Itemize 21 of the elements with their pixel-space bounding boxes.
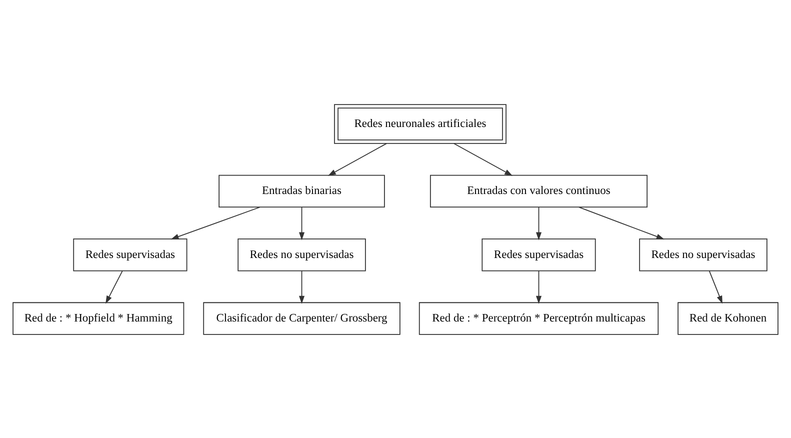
node-box: Redes no supervisadas — [639, 238, 768, 271]
arrow — [578, 206, 664, 239]
node-box: Redes supervisadas — [482, 238, 596, 271]
node-box: Red de : * Perceptrón * Perceptrón multicapas — [418, 302, 659, 334]
arrow — [328, 142, 388, 176]
arrow — [298, 270, 305, 304]
arrow — [298, 206, 305, 240]
arrow — [170, 206, 260, 239]
node-box: Clasificador de Carpenter/ Grossberg — [203, 302, 400, 334]
node-box: Redes supervisadas — [73, 238, 188, 271]
arrow — [708, 270, 722, 304]
node-box: Redes no supervisadas — [238, 238, 366, 271]
node-box: Red de : * Hopfield * Hamming — [12, 302, 184, 334]
node-box: Entradas con valores continuos — [430, 174, 648, 208]
node-box: Entradas binarias — [218, 174, 385, 208]
arrow — [106, 270, 123, 304]
node-box: Redes neuronales artificiales — [334, 104, 506, 144]
arrow — [453, 142, 513, 176]
arrow — [536, 206, 542, 240]
node-box: Red de Kohonen — [678, 302, 778, 334]
arrow — [536, 270, 542, 304]
